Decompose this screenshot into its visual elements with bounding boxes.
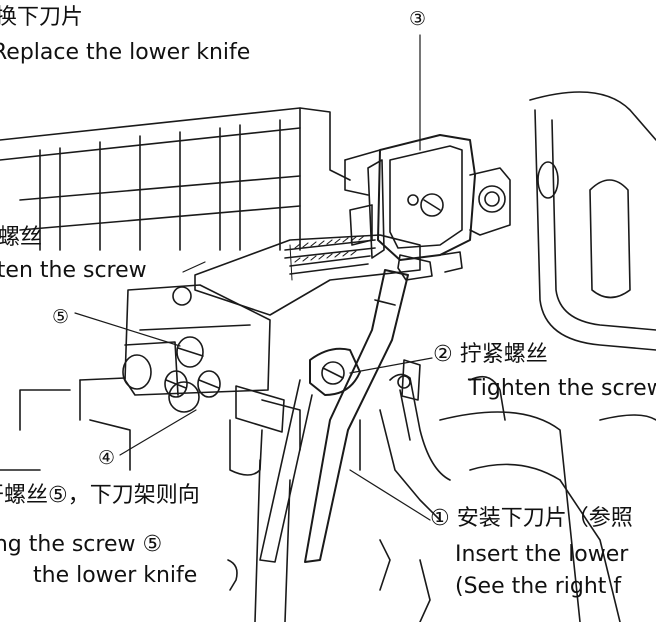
- bottom-left-cn: 松开螺丝⑤，下刀架则向: [0, 483, 200, 508]
- bottom-right-en-2: (See the right f: [455, 574, 622, 599]
- left-mid-en: Tighten the screw: [0, 258, 147, 283]
- right-mid-cn: ② 拧紧螺丝: [433, 342, 548, 367]
- left-mid-cn: 螺丝: [0, 225, 43, 250]
- bottom-left-en-2: the lower knife: [33, 563, 198, 588]
- callout-5: ⑤: [52, 306, 70, 328]
- leader-lines: [74, 34, 433, 521]
- bottom-right-cn: ① 安装下刀片（参照: [430, 506, 633, 531]
- right-mid-en: Tighten the screw: [468, 376, 656, 401]
- callout-3: ③: [409, 8, 427, 30]
- feed-plate: [194, 234, 421, 316]
- lower-knife-arm: [259, 269, 451, 563]
- bottom-left-en-1: Loosening the screw ⑤: [0, 532, 163, 557]
- right-housing: [439, 91, 656, 622]
- upper-frame: [0, 107, 351, 251]
- callout-4: ④: [98, 447, 116, 469]
- lower-frame: [0, 375, 506, 622]
- bottom-right-en-1: Insert the lower: [455, 542, 629, 567]
- upper-knife-assembly: [344, 134, 511, 281]
- top-left-title-en: Replace the lower knife: [0, 40, 251, 65]
- top-left-title-cn: 换下刀片: [0, 5, 84, 30]
